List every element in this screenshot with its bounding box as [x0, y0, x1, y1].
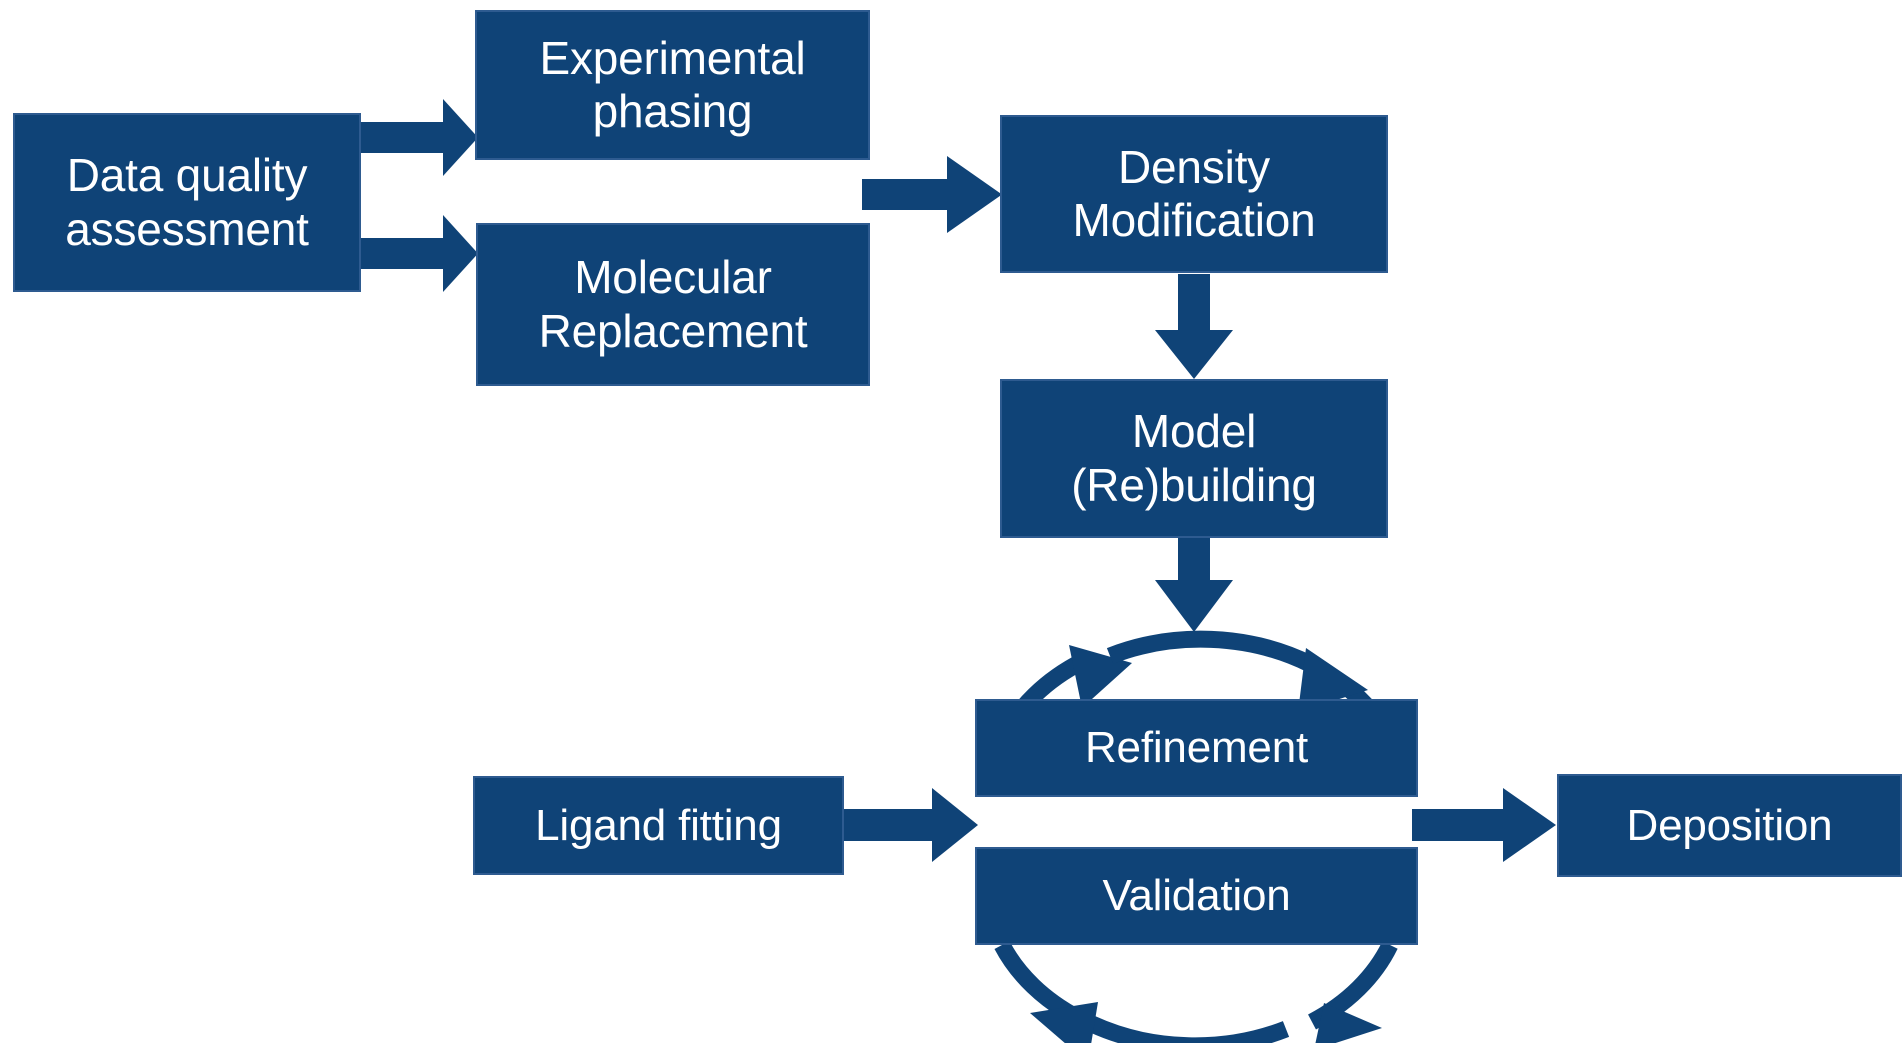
cycle-ring-arc-bottom-right	[1307, 941, 1398, 1043]
node-molecular-replacement[interactable]: Molecular Replacement	[476, 223, 870, 386]
node-experimental-phasing[interactable]: Experimental phasing	[475, 10, 870, 160]
node-deposition[interactable]: Deposition	[1557, 774, 1902, 877]
node-density-modification[interactable]: Density Modification	[1000, 115, 1388, 273]
node-validation[interactable]: Validation	[975, 847, 1418, 945]
connector-cycle-to-deposition	[1412, 788, 1556, 862]
connector-dq-to-experimental-phasing	[359, 99, 478, 176]
node-data-quality-assessment[interactable]: Data quality assessment	[13, 113, 361, 292]
node-refinement[interactable]: Refinement	[975, 699, 1418, 797]
connector-phasing-to-density-modification	[862, 156, 1002, 233]
node-ligand-fitting[interactable]: Ligand fitting	[473, 776, 844, 875]
connector-ligand-fitting-to-cycle	[842, 788, 978, 862]
cycle-ring-arc-bottom-left	[994, 940, 1290, 1043]
node-model-rebuilding[interactable]: Model (Re)building	[1000, 379, 1388, 538]
connector-model-rebuilding-to-cycle	[1155, 538, 1233, 632]
connector-dq-to-molecular-replacement	[359, 215, 478, 292]
connector-density-modification-to-model-rebuilding	[1155, 274, 1233, 379]
